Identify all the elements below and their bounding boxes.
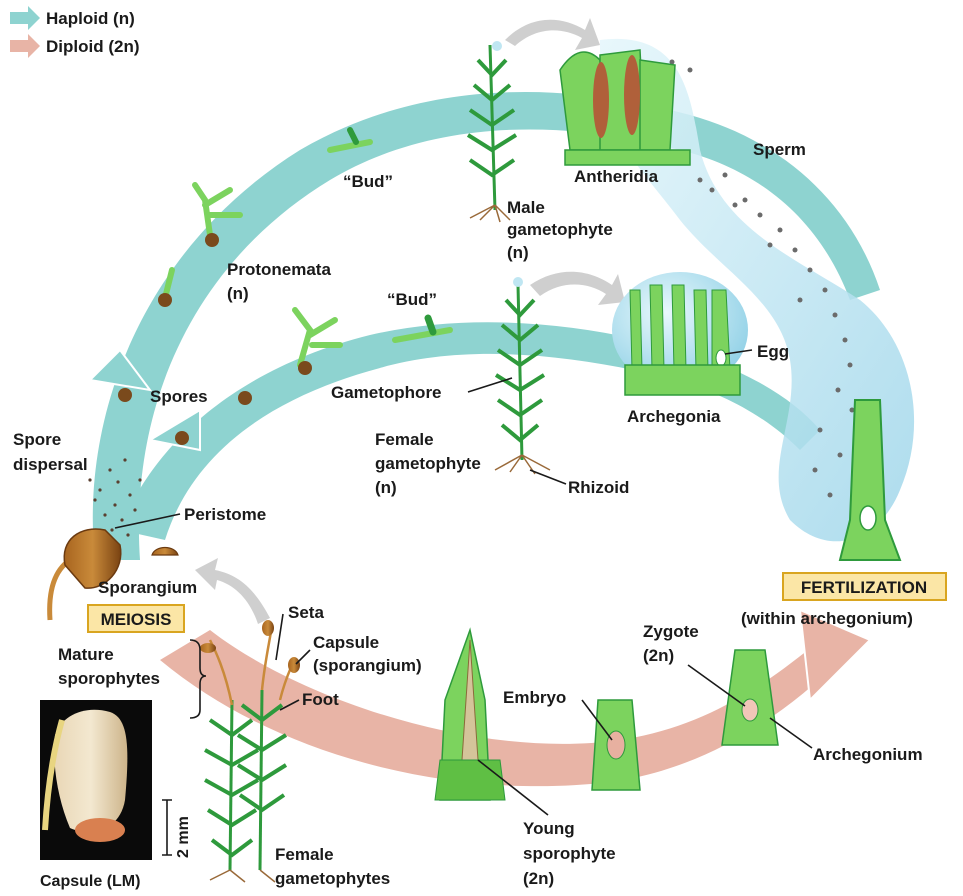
fertilization-archegonium [838, 399, 902, 561]
capsule-label-2: (sporangium) [313, 656, 422, 675]
foot-label: Foot [302, 690, 339, 709]
sporangium-lid [151, 546, 179, 556]
diploid-arrow-icon [10, 34, 40, 58]
male-gametophyte-label-2: gametophyte [507, 220, 613, 239]
young-sporophyte-label-2: sporophyte [523, 844, 616, 863]
spore-balls [118, 388, 252, 445]
haploid-inner-arrow-head [147, 408, 201, 452]
bud-mid-label: “Bud” [387, 290, 437, 309]
archegonia-cluster [612, 272, 748, 396]
fertilization-box: FERTILIZATION [782, 572, 947, 601]
spores-label: Spores [150, 387, 208, 406]
embryo-label: Embryo [503, 688, 566, 707]
female-gametophyte-label-3: (n) [375, 478, 397, 497]
female-gametophytes-label-1: Female [275, 845, 334, 864]
mature-sporophytes-label-2: sporophytes [58, 669, 160, 688]
spore-dispersal-label-1: Spore [13, 430, 61, 449]
spore-dispersal-dots [88, 458, 142, 537]
gametophore-label: Gametophore [331, 383, 442, 402]
protonemata-inner [292, 307, 343, 375]
protonemata-label-2: (n) [227, 284, 249, 303]
legend-haploid: Haploid (n) [46, 9, 135, 28]
meiosis-label: MEIOSIS [101, 610, 172, 629]
sperm-label: Sperm [753, 140, 806, 159]
mature-sporophytes-plant [200, 620, 300, 883]
female-gametophyte-label-1: Female [375, 430, 434, 449]
haploid-arrow-icon [10, 6, 40, 30]
rhizoid-label: Rhizoid [568, 478, 629, 497]
female-gametophyte-plant [494, 277, 551, 475]
fertilization-label: FERTILIZATION [801, 578, 927, 597]
male-gametophyte-plant [466, 41, 518, 223]
female-gametophytes-label-2: gametophytes [275, 869, 390, 888]
scale-label: 2 mm [175, 816, 192, 858]
seta-label: Seta [288, 603, 324, 622]
archegonia-label: Archegonia [627, 407, 721, 426]
embryo-archegonium [591, 699, 641, 791]
protonemata-mid-left [158, 267, 175, 307]
within-archegonium-label: (within archegonium) [741, 609, 913, 628]
capsule-label-1: Capsule [313, 633, 379, 652]
antheridia-label: Antheridia [574, 167, 659, 186]
bud-mid [392, 314, 453, 343]
legend: Haploid (n) Diploid (2n) [10, 6, 139, 58]
diploid-arrow-head [798, 608, 872, 703]
capsule-lm-photo [40, 700, 152, 860]
dispersing-capsule [47, 528, 122, 621]
sporangium-label: Sporangium [98, 578, 197, 597]
zygote-label-2: (2n) [643, 646, 674, 665]
grey-arrows [195, 18, 625, 624]
diploid-band [160, 608, 872, 787]
young-sporophyte-label-3: (2n) [523, 869, 554, 888]
young-sporophyte-plant [434, 627, 506, 801]
legend-diploid: Diploid (2n) [46, 37, 139, 56]
antheridia-cluster [559, 49, 691, 166]
protonemata-top [327, 127, 373, 153]
mature-sporophytes-label-1: Mature [58, 645, 114, 664]
young-sporophyte-label-1: Young [523, 819, 575, 838]
sperm-cells [657, 59, 855, 498]
spore-dispersal-label-2: dispersal [13, 455, 88, 474]
protonemata-label-1: Protonemata [227, 260, 331, 279]
archegonium-label: Archegonium [813, 745, 923, 764]
meiosis-box: MEIOSIS [87, 604, 185, 633]
protonemata-upper-left [192, 182, 243, 247]
haploid-outer-band [87, 92, 880, 560]
egg-label: Egg [757, 342, 789, 361]
haploid-outer-arrow-head [87, 348, 153, 392]
zygote-label-1: Zygote [643, 622, 699, 641]
scale-bar: 2 mm [162, 799, 192, 858]
male-gametophyte-label-1: Male [507, 198, 545, 217]
zygote-archegonium [721, 649, 779, 746]
capsule-lm-label: Capsule (LM) [40, 873, 140, 890]
female-gametophyte-label-2: gametophyte [375, 454, 481, 473]
bud-top-label: “Bud” [343, 172, 393, 191]
male-gametophyte-label-3: (n) [507, 243, 529, 262]
peristome-label: Peristome [184, 505, 266, 524]
leader-lines [114, 349, 813, 816]
